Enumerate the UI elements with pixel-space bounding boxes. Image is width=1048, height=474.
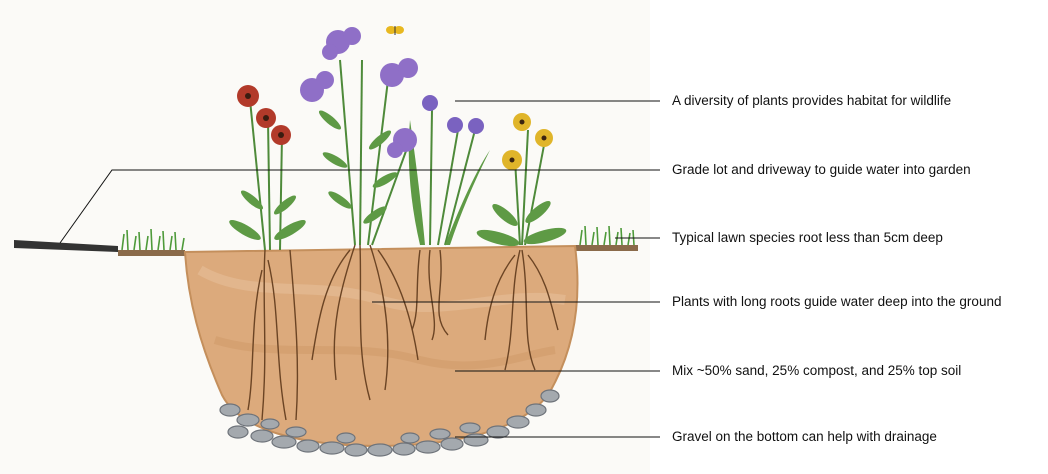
- label-mix: Mix ~50% sand, 25% compost, and 25% top …: [672, 363, 961, 379]
- label-gravel: Gravel on the bottom can help with drain…: [672, 429, 937, 445]
- label-roots: Plants with long roots guide water deep …: [672, 294, 1001, 310]
- label-grade: Grade lot and driveway to guide water in…: [672, 162, 971, 178]
- label-lawn: Typical lawn species root less than 5cm …: [672, 230, 943, 246]
- label-diversity: A diversity of plants provides habitat f…: [672, 93, 951, 109]
